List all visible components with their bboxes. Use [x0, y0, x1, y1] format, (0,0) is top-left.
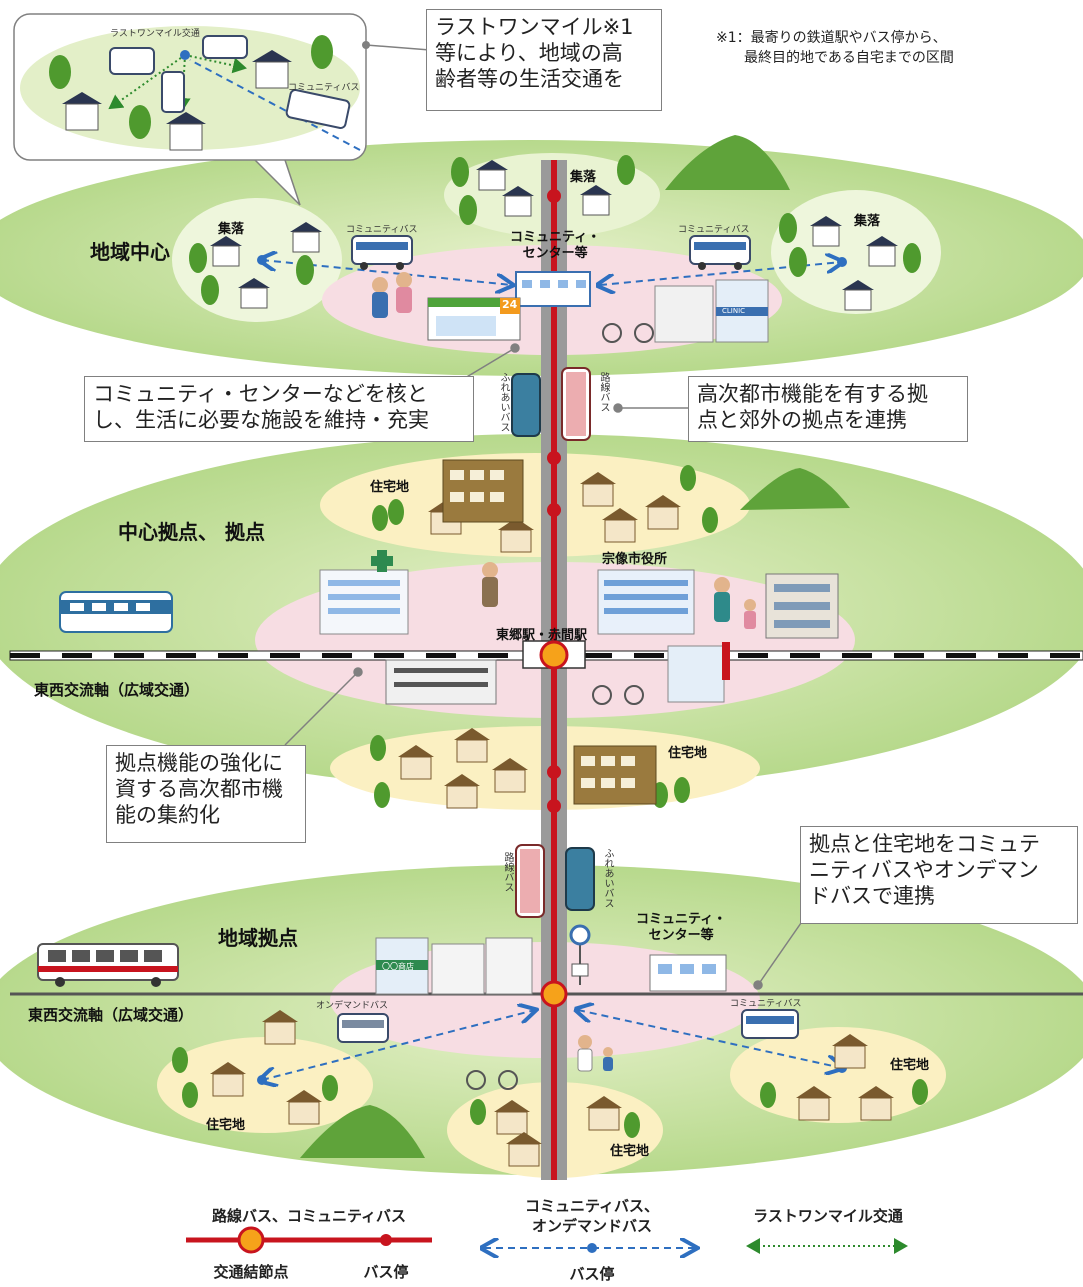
label-residential-1: 住宅地: [370, 480, 410, 495]
label-last-mile-transit: ラストワンマイル交通: [110, 29, 200, 39]
label-community-bus-right: コミュニティバス: [678, 225, 750, 235]
label-community-bus-inset: コミュニティバス: [288, 83, 360, 93]
label-on-demand-bus: オンデマンドバス: [316, 1001, 389, 1011]
transport-node-regional: [540, 980, 568, 1008]
legend-bus-stop-label: バス停: [363, 1263, 409, 1281]
label-residential-left: 住宅地: [206, 1118, 246, 1133]
label-station: 東郷駅・赤間駅: [496, 628, 588, 643]
label-community-bus-left: コミュニティバス: [346, 225, 418, 235]
fureai-bus-2-icon: [565, 847, 595, 911]
shop-and-clinic-bottom: [375, 937, 533, 995]
label-community-center-top: コミュニティ・ センター等: [510, 230, 601, 261]
legend-bus-stop-2-label: バス停: [569, 1265, 615, 1283]
label-residential-2: 住宅地: [668, 746, 708, 761]
zone-central-hub: 中心拠点、 拠点: [118, 520, 265, 544]
label-city-hall: 宗像市役所: [602, 552, 668, 567]
label-route-bus-2: 路線バス: [502, 852, 513, 892]
fureai-bus-1-icon: [511, 373, 541, 437]
school-building: [385, 659, 497, 705]
mountain: [300, 1105, 425, 1158]
zone-east-west-axis-2: 東西交流軸（広域交通）: [28, 1006, 194, 1024]
label-village-right: 集落: [854, 214, 881, 229]
route-bus-large-icon: [37, 943, 179, 987]
people-icons: [372, 272, 756, 1072]
route-bus-2-icon: [515, 844, 545, 918]
shop-building: [667, 642, 730, 703]
label-fureai-bus-2: ふれあいバス: [602, 848, 613, 908]
label-community-center-bottom: コミュニティ・ センター等: [636, 912, 727, 943]
yellow-zone-residential-right: [730, 1027, 946, 1123]
zone-regional-center: 地域中心: [90, 240, 170, 264]
legend-last-mile-title: ラストワンマイル交通: [753, 1207, 903, 1225]
legend-bus-stop-icon: [380, 1234, 392, 1246]
legend-node-icon: [237, 1226, 265, 1254]
train-icon: [59, 591, 173, 633]
bus-stop-sign-icon: [569, 924, 591, 985]
zone-regional-hub: 地域拠点: [218, 926, 298, 950]
sign-convenience-24: 24: [502, 298, 518, 311]
yellow-zone-residential-1: [320, 453, 750, 557]
label-village-top: 集落: [570, 170, 597, 185]
community-bus-bottom-icon: [741, 1009, 799, 1039]
zone-east-west-axis-1: 東西交流軸（広域交通）: [34, 681, 200, 699]
hospital-building: [319, 550, 409, 635]
callout-hub-function: 拠点機能の強化に 資する高次都市機 能の集約化: [106, 745, 306, 843]
legend-node-label: 交通結節点: [213, 1263, 289, 1281]
label-residential-bottom: 住宅地: [610, 1144, 650, 1159]
route-bus-1-icon: [561, 367, 591, 441]
convenience-store: [427, 297, 521, 341]
label-route-bus-1: 路線バス: [598, 372, 609, 412]
city-hall-building: [597, 569, 695, 635]
apartment-building: [442, 459, 524, 523]
community-bus-left-icon: [351, 235, 413, 270]
callout-community-center: コミュニティ・センターなどを核と し、生活に必要な施設を維持・充実: [84, 376, 474, 442]
label-village-left: 集落: [218, 222, 245, 237]
legend-route-bus: [186, 1226, 432, 1254]
mountain: [665, 135, 790, 190]
trees: [49, 35, 928, 1138]
houses: [62, 50, 898, 1167]
legend-community-bus-title: コミュニティバス、 オンデマンドバス: [524, 1197, 660, 1235]
community-bus-right-icon: [689, 235, 751, 270]
clinic-building: [654, 279, 769, 343]
inset-vehicles-icon: [109, 35, 351, 130]
callout-last-mile: ラストワンマイル※1 等により、地域の高 齢者等の生活交通を: [426, 9, 662, 111]
label-residential-right: 住宅地: [890, 1058, 930, 1073]
inset-bubble-pointer: [254, 159, 301, 206]
community-center-top: [515, 271, 591, 307]
route-bus-line: [551, 160, 557, 1180]
footnote: ※1：最寄りの鉄道駅やバス停から、 最終目的地である自宅までの区間: [716, 30, 954, 66]
callout-high-level-city: 高次都市機能を有する拠 点と郊外の拠点を連携: [688, 376, 968, 442]
sign-shop: 〇〇商店: [382, 962, 414, 971]
transport-node-station: [539, 640, 569, 670]
bicycle-icons: [466, 323, 654, 1090]
community-center-bottom: [649, 954, 727, 992]
bus-stops: [547, 189, 561, 813]
callout-residential-link: 拠点と住宅地をコミュテ ニティバスやオンデマン ドバスで連携: [800, 826, 1078, 924]
label-community-bus-bottom: コミュニティバス: [730, 999, 802, 1009]
legend-route-bus-title: 路線バス、コミュニティバス: [211, 1207, 407, 1225]
legend-community-bus: [484, 1243, 696, 1253]
apartment-bottom: [573, 745, 657, 805]
mountain: [740, 468, 850, 510]
on-demand-bus-icon: [337, 1013, 389, 1043]
label-fureai-bus-1: ふれあいバス: [498, 372, 509, 432]
sign-clinic: CLINIC: [722, 307, 746, 315]
apartment-right: [765, 573, 839, 639]
